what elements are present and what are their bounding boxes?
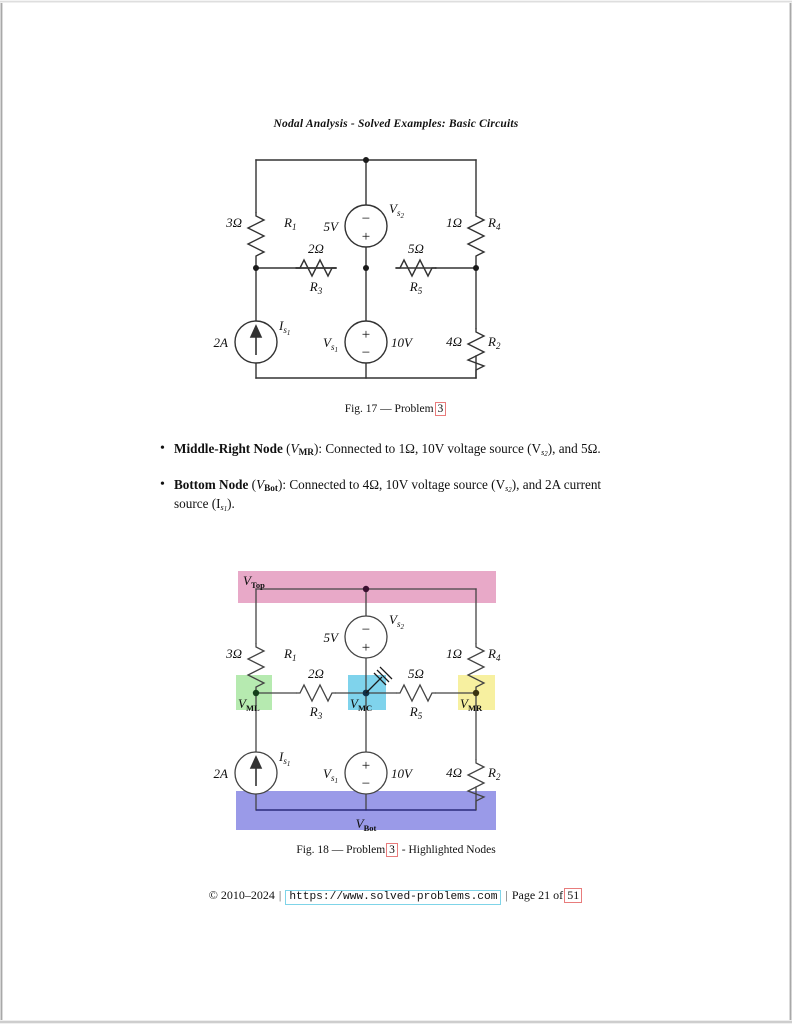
- bullet-body-end: ), and 5Ω.: [547, 441, 601, 456]
- voltage-source-vs2: [344, 204, 388, 248]
- voltage-source-vs1: [344, 320, 388, 364]
- footer-separator-1: |: [278, 888, 282, 902]
- vs2-label: Vs2: [389, 201, 404, 220]
- vs2-plus-sign: +: [362, 229, 370, 245]
- r2-value: 4Ω: [446, 334, 462, 349]
- page-edge-left: [0, 0, 3, 1024]
- bullet-title-var: V: [290, 441, 299, 456]
- figure-18-caption-prefix: Fig. 18 — Problem: [296, 844, 386, 856]
- footer-page-total[interactable]: 51: [564, 888, 583, 903]
- footer-url-link[interactable]: https://www.solved-problems.com: [285, 890, 502, 905]
- running-head: Nodal Analysis - Solved Examples: Basic …: [273, 118, 519, 130]
- bullet-body-subsub: 2: [508, 486, 512, 494]
- voltage-source-vs1: [344, 751, 388, 795]
- vs2-value: 5V: [324, 219, 341, 234]
- r5-label: R5: [409, 704, 423, 721]
- bullet-title-var-sub: MR: [298, 447, 314, 458]
- vs2-minus-sign: −: [362, 211, 370, 227]
- r1-value: 3Ω: [225, 215, 242, 230]
- vs1-plus-sign: +: [362, 327, 370, 343]
- bullet-body-sub: s: [505, 483, 509, 493]
- page-footer: © 2010–2024|https://www.solved-problems.…: [0, 888, 792, 905]
- is1-value: 2A: [214, 766, 229, 781]
- r2-label: R2: [487, 334, 501, 351]
- bullet-icon: •: [160, 476, 165, 492]
- bullet-body-end: ), and 2A current source (I: [174, 476, 602, 512]
- r1-label: R1: [283, 646, 296, 663]
- r3-label: R3: [309, 704, 323, 721]
- vs1-plus-sign: +: [362, 758, 370, 774]
- vs1-value: 10V: [391, 766, 414, 781]
- bullet-body: : Connected to 1Ω, 10V voltage source (V: [318, 441, 542, 456]
- bullet-body-sub: s: [541, 448, 545, 458]
- r5-label: R5: [409, 279, 423, 296]
- vs1-label: Vs1: [323, 766, 338, 785]
- footer-copyright: © 2010–2024: [208, 888, 275, 902]
- r5-value: 5Ω: [408, 666, 424, 681]
- r3-value: 2Ω: [308, 241, 324, 256]
- vs1-value: 10V: [391, 335, 414, 350]
- bullet-title: Bottom Node: [174, 476, 249, 492]
- voltage-source-vs2: [344, 615, 388, 659]
- page-edge-right: [789, 0, 792, 1024]
- list-item: • Middle-Right Node (VMR): Connected to …: [160, 440, 620, 460]
- circuit-diagram-2: − + + −: [214, 571, 501, 833]
- bullet-body: : Connected to 4Ω, 10V voltage source (V: [282, 476, 506, 492]
- bullet-title-var-sub: Bot: [264, 482, 278, 493]
- bullet-icon: •: [160, 441, 165, 456]
- vs2-label: Vs2: [389, 612, 404, 631]
- bullet-title-var: V: [256, 476, 265, 492]
- r3-value: 2Ω: [308, 666, 324, 681]
- page-edge-top: [0, 0, 792, 3]
- is1-label: Is1: [278, 318, 290, 337]
- vs1-minus-sign: −: [362, 776, 370, 792]
- figure-18: − + + −: [0, 563, 792, 858]
- figure-18-caption-ref[interactable]: 3: [386, 843, 398, 858]
- bullet-body-end-subsub: 1: [223, 506, 228, 514]
- bullet-body-subsub: 2: [544, 450, 548, 458]
- bullet-body-end-sub: s: [220, 503, 224, 513]
- vs2-value: 5V: [324, 630, 341, 645]
- is1-value: 2A: [214, 335, 229, 350]
- circuit-diagram-1: − + + − 3Ω R1 1Ω R4 4Ω: [214, 157, 501, 379]
- r3-label: R3: [309, 279, 323, 296]
- is1-label: Is1: [278, 749, 290, 768]
- bullet-body-tail: ).: [227, 496, 235, 512]
- vs2-plus-sign: +: [362, 640, 370, 656]
- vs2-minus-sign: −: [362, 622, 370, 638]
- node-marker-icon: [365, 666, 393, 694]
- page-edge-bottom: [0, 1020, 792, 1024]
- bullet-content: Middle-Right Node (VMR): Connected to 1Ω…: [174, 441, 601, 458]
- bullet-content: Bottom Node (VBot): Connected to 4Ω, 10V…: [174, 476, 602, 514]
- bullet-title: Middle-Right Node: [174, 441, 283, 456]
- figure-17-caption-ref[interactable]: 3: [434, 402, 447, 417]
- figure-17-caption-prefix: Fig. 17 — Problem: [344, 403, 434, 415]
- junction-dots: [253, 157, 479, 271]
- r4-value: 1Ω: [446, 215, 462, 230]
- footer-page-text: Page 21 of: [511, 888, 564, 902]
- r4-label: R4: [487, 215, 501, 232]
- figure-18-caption-suffix: - Highlighted Nodes: [401, 844, 496, 856]
- r4-value: 1Ω: [446, 646, 462, 661]
- list-item: • Bottom Node (VBot): Connected to 4Ω, 1…: [160, 476, 620, 515]
- r4-label: R4: [487, 646, 501, 663]
- vs1-minus-sign: −: [362, 345, 370, 361]
- r5-value: 5Ω: [408, 241, 424, 256]
- r2-value: 4Ω: [446, 765, 462, 780]
- node-description-list: • Middle-Right Node (VMR): Connected to …: [160, 440, 620, 531]
- r2-label: R2: [487, 765, 501, 782]
- footer-separator-2: |: [505, 888, 508, 902]
- r1-value: 3Ω: [225, 646, 242, 661]
- figure-17: − + + − 3Ω R1 1Ω R4 4Ω: [0, 150, 792, 417]
- r1-label: R1: [283, 215, 296, 232]
- vs1-label: Vs1: [323, 335, 338, 354]
